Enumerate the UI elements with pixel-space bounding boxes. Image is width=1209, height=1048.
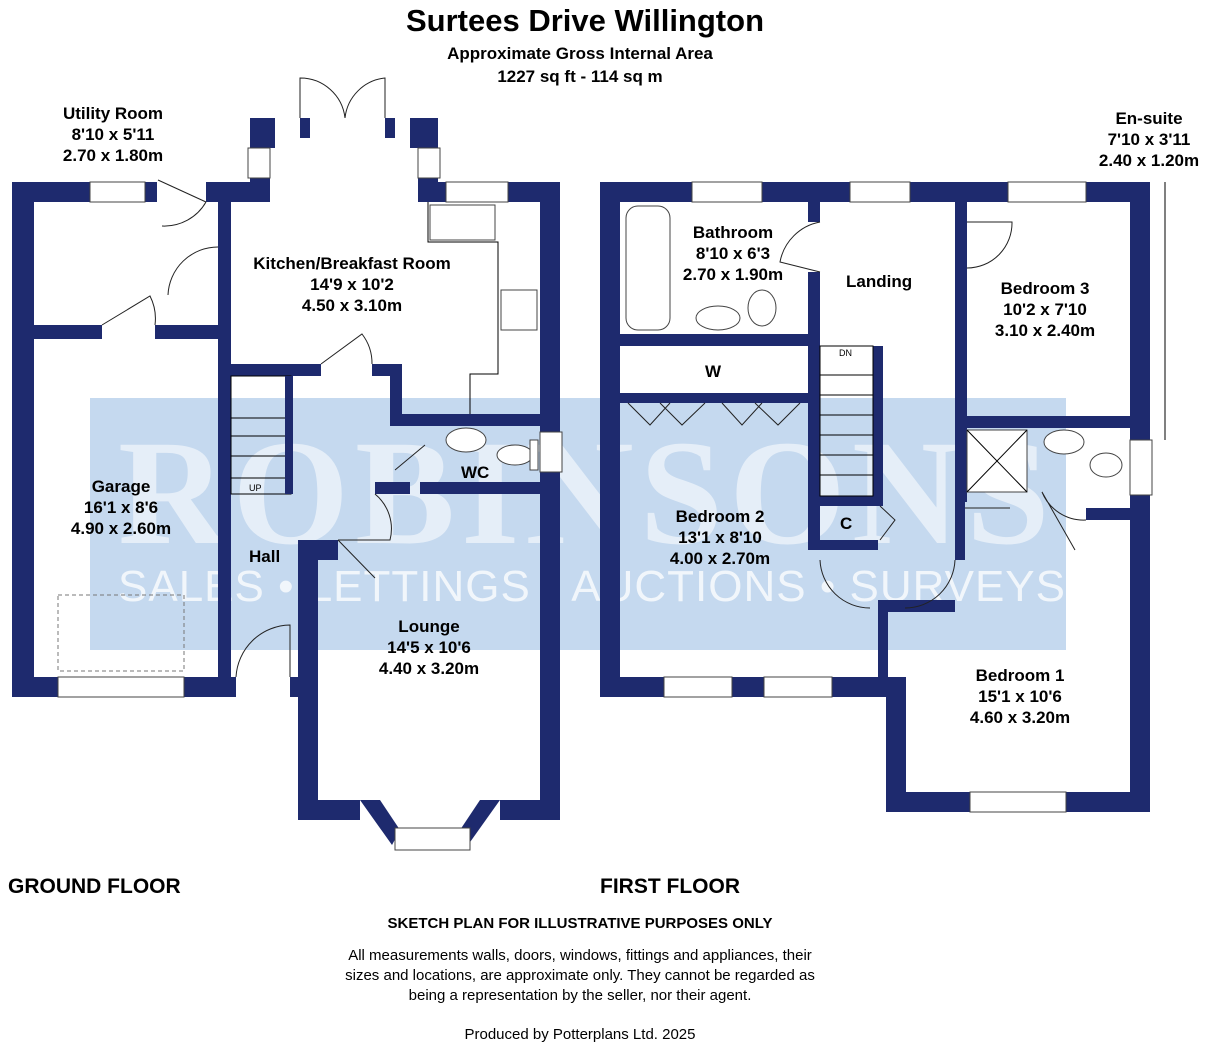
room-imperial: 16'1 x 8'6 [83, 498, 159, 517]
first-floor-fixtures [625, 182, 1166, 609]
room-metric: 4.40 x 3.20m [378, 659, 480, 678]
room-name: Lounge [398, 617, 460, 636]
room-metric: 2.70 x 1.90m [682, 265, 784, 284]
room-imperial: 7'10 x 3'11 [1107, 130, 1191, 149]
disclaimer-line-2: sizes and locations, are approximate onl… [345, 967, 815, 984]
stairs-down-label: DN [839, 348, 852, 358]
room-name: En-suite [1115, 109, 1183, 128]
area-value: 1227 sq ft - 114 sq m [497, 67, 663, 86]
room-label-landing: Landing [846, 272, 913, 291]
room-metric: 4.90 x 2.60m [70, 519, 172, 538]
page-title: Surtees Drive Willington [406, 3, 764, 38]
room-label-bedroom-1: Bedroom 1 15'1 x 10'6 4.60 x 3.20m [970, 665, 1070, 728]
room-name: Garage [91, 477, 151, 496]
room-name: Bedroom 2 [675, 507, 765, 526]
room-metric: 2.70 x 1.80m [62, 146, 164, 165]
disclaimer-heading: SKETCH PLAN FOR ILLUSTRATIVE PURPOSES ON… [387, 915, 773, 932]
room-label-bedroom-2: Bedroom 2 13'1 x 8'10 4.00 x 2.70m [670, 506, 770, 569]
room-metric: 3.10 x 2.40m [994, 321, 1096, 340]
first-floor-windows [663, 181, 1153, 813]
room-name: Bedroom 1 [975, 666, 1065, 685]
ground-floor-walls [12, 118, 560, 845]
ground-floor-label: GROUND FLOOR [8, 875, 181, 898]
room-imperial: 15'1 x 10'6 [978, 687, 1062, 706]
producer-credit: Produced by Potterplans Ltd. 2025 [464, 1026, 696, 1043]
room-name: Bedroom 3 [1000, 279, 1090, 298]
room-label-wc: WC [461, 463, 490, 482]
room-label-lounge: Lounge 14'5 x 10'6 4.40 x 3.20m [379, 616, 479, 679]
room-metric: 4.50 x 3.10m [301, 296, 403, 315]
room-imperial: 8'10 x 6'3 [695, 244, 771, 263]
room-imperial: 8'10 x 5'11 [71, 125, 155, 144]
ground-floor-fixtures [57, 77, 539, 678]
room-label-hall: Hall [249, 547, 281, 566]
room-label-kitchen: Kitchen/Breakfast Room 14'9 x 10'2 4.50 … [253, 253, 450, 316]
room-imperial: 10'2 x 7'10 [1003, 300, 1087, 319]
first-floor-label: FIRST FLOOR [600, 875, 740, 898]
room-metric: 2.40 x 1.20m [1098, 151, 1200, 170]
ground-floor-windows [57, 147, 563, 851]
room-label-wardrobe: W [705, 362, 722, 381]
watermark-brand: ROBINSONS [118, 410, 1056, 576]
room-imperial: 14'5 x 10'6 [387, 638, 471, 657]
room-label-cupboard: C [840, 514, 853, 533]
room-label-bathroom: Bathroom 8'10 x 6'3 2.70 x 1.90m [683, 222, 783, 285]
area-label: Approximate Gross Internal Area [447, 44, 713, 63]
first-floor-walls [600, 182, 1150, 812]
room-label-garage: Garage 16'1 x 8'6 4.90 x 2.60m [71, 476, 171, 539]
room-label-en-suite: En-suite 7'10 x 3'11 2.40 x 1.20m [1099, 108, 1199, 171]
room-metric: 4.00 x 2.70m [669, 549, 771, 568]
room-metric: 4.60 x 3.20m [969, 708, 1071, 727]
disclaimer-line-3: being a representation by the seller, no… [408, 987, 752, 1004]
disclaimer-line-1: All measurements walls, doors, windows, … [348, 947, 812, 964]
room-name: Bathroom [692, 223, 774, 242]
room-name: Kitchen/Breakfast Room [253, 254, 451, 273]
room-imperial: 14'9 x 10'2 [310, 275, 394, 294]
stairs-up-label: UP [249, 483, 262, 493]
room-name: Utility Room [62, 104, 164, 123]
room-imperial: 13'1 x 8'10 [678, 528, 762, 547]
room-label-utility: Utility Room 8'10 x 5'11 2.70 x 1.80m [63, 103, 163, 166]
room-label-bedroom-3: Bedroom 3 10'2 x 7'10 3.10 x 2.40m [995, 278, 1095, 341]
